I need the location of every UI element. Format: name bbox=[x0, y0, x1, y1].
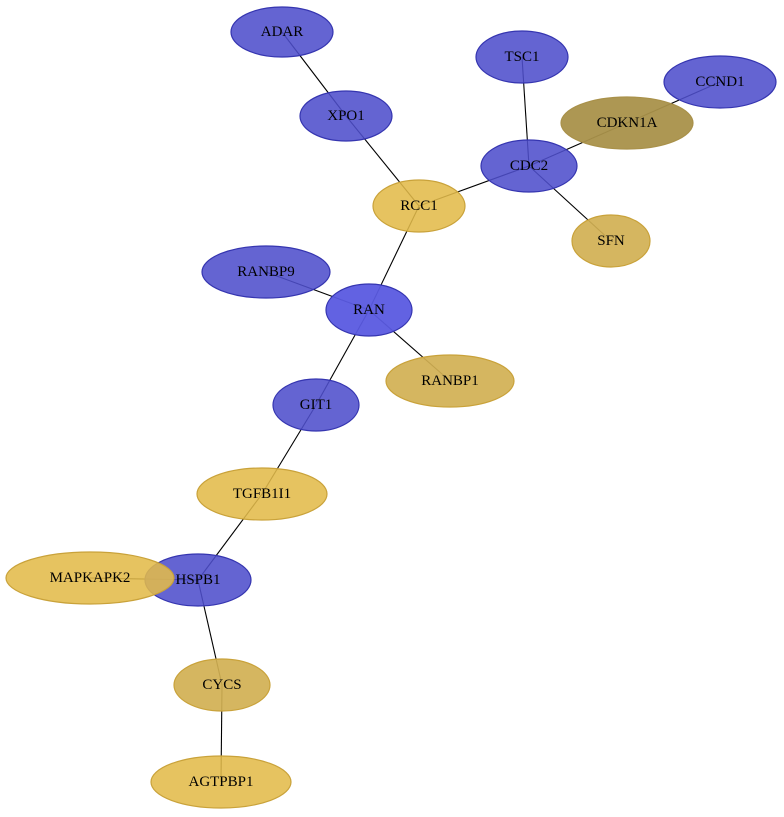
node-shape bbox=[5, 551, 175, 605]
node-shape bbox=[663, 55, 777, 109]
node-label: XPO1 bbox=[327, 108, 365, 124]
node-shape bbox=[299, 90, 393, 142]
node-label: MAPKAPK2 bbox=[50, 570, 131, 586]
node-label: RANBP9 bbox=[237, 264, 295, 280]
node-cdkn1a[interactable]: CDKN1A bbox=[560, 96, 694, 150]
node-mapkapk2[interactable]: MAPKAPK2 bbox=[5, 551, 175, 605]
node-xpo1[interactable]: XPO1 bbox=[299, 90, 393, 142]
node-shape bbox=[173, 658, 271, 712]
node-ranbp9[interactable]: RANBP9 bbox=[201, 245, 331, 299]
node-shape bbox=[385, 354, 515, 408]
node-label: TGFB1I1 bbox=[233, 486, 291, 502]
node-label: RCC1 bbox=[400, 198, 438, 214]
node-shape bbox=[196, 467, 328, 521]
node-tsc1[interactable]: TSC1 bbox=[475, 30, 569, 84]
node-cycs[interactable]: CYCS bbox=[173, 658, 271, 712]
node-sfn[interactable]: SFN bbox=[571, 214, 651, 268]
node-label: GIT1 bbox=[300, 397, 333, 413]
node-shape bbox=[372, 179, 466, 233]
node-label: RAN bbox=[353, 302, 385, 318]
node-shape bbox=[480, 139, 578, 193]
node-shape bbox=[325, 283, 413, 337]
node-shape bbox=[475, 30, 569, 84]
node-label: RANBP1 bbox=[421, 373, 479, 389]
node-ranbp1[interactable]: RANBP1 bbox=[385, 354, 515, 408]
node-shape bbox=[571, 214, 651, 268]
node-label: CYCS bbox=[202, 677, 241, 693]
node-tgfb1i1[interactable]: TGFB1I1 bbox=[196, 467, 328, 521]
node-shape bbox=[150, 755, 292, 809]
node-agtpbp1[interactable]: AGTPBP1 bbox=[150, 755, 292, 809]
node-shape bbox=[201, 245, 331, 299]
node-label: CDC2 bbox=[510, 158, 548, 174]
node-shape bbox=[272, 378, 360, 432]
node-cdc2[interactable]: CDC2 bbox=[480, 139, 578, 193]
node-label: ADAR bbox=[261, 24, 304, 40]
node-ran[interactable]: RAN bbox=[325, 283, 413, 337]
node-label: AGTPBP1 bbox=[188, 774, 253, 790]
node-label: CCND1 bbox=[695, 74, 744, 90]
node-label: HSPB1 bbox=[175, 572, 220, 588]
node-hspb1[interactable]: HSPB1 bbox=[144, 553, 252, 607]
node-adar[interactable]: ADAR bbox=[230, 6, 334, 58]
node-ccnd1[interactable]: CCND1 bbox=[663, 55, 777, 109]
node-git1[interactable]: GIT1 bbox=[272, 378, 360, 432]
node-label: TSC1 bbox=[504, 49, 539, 65]
node-label: CDKN1A bbox=[597, 115, 658, 131]
node-shape bbox=[230, 6, 334, 58]
node-label: SFN bbox=[597, 233, 625, 249]
node-shape bbox=[560, 96, 694, 150]
node-rcc1[interactable]: RCC1 bbox=[372, 179, 466, 233]
